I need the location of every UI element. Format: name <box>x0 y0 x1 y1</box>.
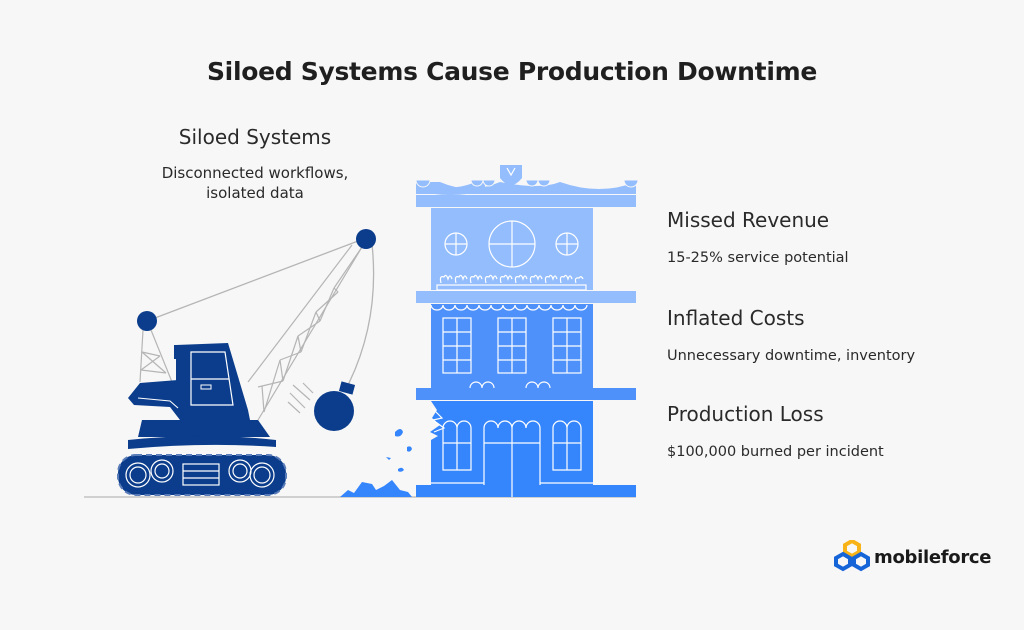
item-heading: Missed Revenue <box>667 208 830 232</box>
item-heading: Production Loss <box>667 402 824 426</box>
item-description: $100,000 burned per incident <box>667 444 884 460</box>
production-loss-item: Production Loss $100,000 burned per inci… <box>667 402 884 460</box>
siloed-systems-heading: Siloed Systems <box>178 125 332 149</box>
item-description: Unnecessary downtime, inventory <box>667 348 916 364</box>
mobileforce-hex-logo-icon <box>834 540 870 572</box>
description-line-1: Disconnected workflows, <box>161 164 349 182</box>
siloed-systems-description: Disconnected workflows, isolated data <box>130 163 380 203</box>
rubble-icon <box>340 429 412 497</box>
page-title: Siloed Systems Cause Production Downtime <box>206 57 818 86</box>
building-icon <box>415 165 639 497</box>
description-line-2: isolated data <box>206 184 304 202</box>
logo-text: mobileforce <box>874 546 992 568</box>
siloed-systems-block: Siloed Systems Disconnected workflows, i… <box>130 125 380 203</box>
item-heading: Inflated Costs <box>667 306 805 330</box>
mobileforce-logo: mobileforce <box>834 540 992 574</box>
crane-icon <box>117 229 376 496</box>
missed-revenue-item: Missed Revenue 15-25% service potential <box>667 208 849 266</box>
item-description: 15-25% service potential <box>667 250 849 266</box>
inflated-costs-item: Inflated Costs Unnecessary downtime, inv… <box>667 306 915 364</box>
